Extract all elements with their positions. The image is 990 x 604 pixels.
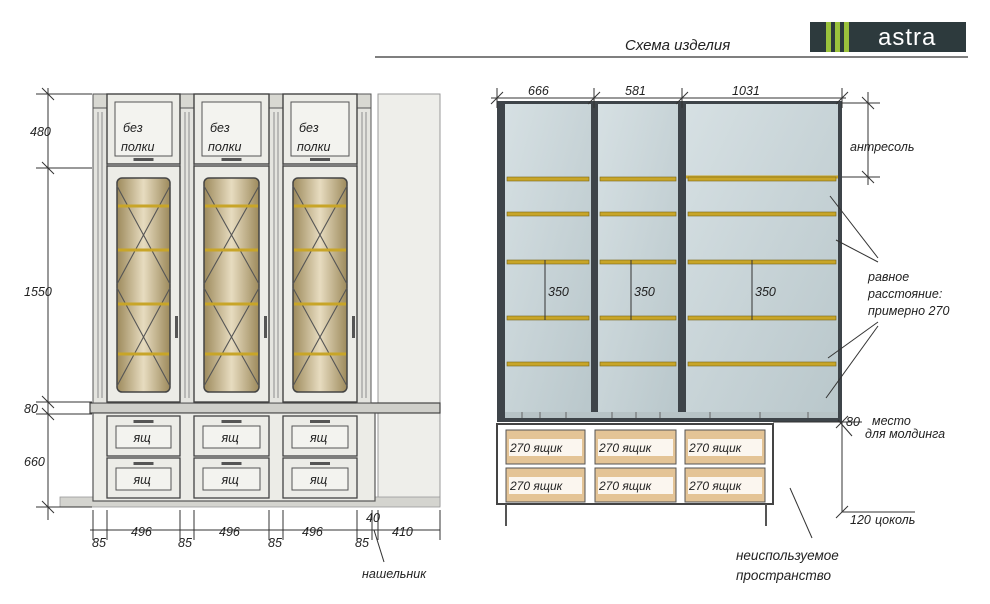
front-drawer: ящ (282, 415, 358, 457)
front-drawer-label: ящ (309, 473, 328, 487)
top-panel-label-line-1: без (123, 121, 143, 135)
dim-width-85-b: 85 (178, 536, 192, 550)
dim-height-1550: 1550 (24, 285, 52, 299)
section-drawer-label: 270 ящик (598, 441, 653, 455)
front-drawer-label: ящ (133, 431, 152, 445)
label-unused-1: неиспользуемое (736, 548, 839, 563)
section-drawer-label: 270 ящик (509, 441, 564, 455)
front-drawer-label: ящ (309, 431, 328, 445)
shelf (599, 315, 677, 321)
equal-spacing-leaders (825, 195, 879, 399)
dim-molding-80: 80 (846, 415, 860, 429)
logo-text: astra (878, 24, 936, 51)
section-drawer: 270 ящик (505, 429, 586, 465)
top-panel-label-line-2: полки (297, 140, 331, 154)
label-plinth: цоколь (875, 513, 915, 527)
section-drawer: 270 ящик (594, 467, 677, 503)
front-drawer: ящ (193, 415, 270, 457)
front-door-section: без полки (282, 93, 358, 403)
section-drawer-label: 270 ящик (509, 479, 564, 493)
shelf (599, 176, 677, 182)
front-drawer-label: ящ (133, 473, 152, 487)
dim-width-496-b: 496 (219, 525, 240, 539)
front-door-section: без полки (193, 93, 270, 403)
shelf (506, 176, 590, 182)
dim-section-1031: 1031 (732, 84, 760, 98)
label-equal-spacing-1: равное (867, 270, 909, 284)
shelf (506, 259, 590, 265)
section-drawer: 270 ящик (684, 429, 766, 465)
dim-width-85-a: 85 (92, 536, 106, 550)
dim-width-85-d: 85 (355, 536, 369, 550)
shelf (599, 259, 677, 265)
shelf (687, 315, 837, 321)
front-drawer: ящ (282, 457, 358, 499)
top-panel-label-line-1: без (299, 121, 319, 135)
shelf (687, 361, 837, 367)
section-drawer: 270 ящик (684, 467, 766, 503)
shelf (687, 176, 837, 182)
shelf (506, 361, 590, 367)
label-equal-spacing-2: расстояние: (867, 287, 942, 301)
dim-height-660: 660 (24, 455, 45, 469)
label-unused-2: пространство (736, 568, 831, 583)
dim-plinth-120: 120 (850, 513, 871, 527)
section-drawer: 270 ящик (505, 467, 586, 503)
section-drawer: 270 ящик (594, 429, 677, 465)
shelf (506, 211, 590, 217)
shelf-gap-right: 350 (755, 285, 776, 299)
label-molding-1: место (872, 414, 911, 428)
astra-logo: astra (810, 22, 966, 52)
shelf-gap-middle: 350 (634, 285, 655, 299)
section-drawer-label: 270 ящик (598, 479, 653, 493)
dim-section-581: 581 (625, 84, 646, 98)
shelf-gap-markers (544, 260, 753, 320)
shelf (506, 315, 590, 321)
section-view: 350 350 350 270 ящик 270 ящик 270 ящик 270 … (490, 84, 949, 583)
front-drawer: ящ (106, 415, 181, 457)
dim-width-40: 40 (366, 511, 380, 525)
section-width-dims (490, 88, 849, 108)
shelf (687, 211, 837, 217)
dim-height-480: 480 (30, 125, 51, 139)
front-drawer-label: ящ (221, 431, 240, 445)
front-drawer: ящ (193, 457, 270, 499)
label-molding-2: для молдинга (865, 427, 945, 441)
dim-width-496-a: 496 (131, 525, 152, 539)
shelf (599, 211, 677, 217)
shelf (687, 259, 837, 265)
header: Схема изделия astra (375, 22, 968, 58)
label-mezzanine: антресоль (850, 140, 914, 154)
top-panel-label-line-2: полки (121, 140, 155, 154)
shelf (599, 361, 677, 367)
front-width-dims (90, 510, 441, 563)
section-drawer-label: 270 ящик (688, 479, 743, 493)
shelf-gap-left: 350 (548, 285, 569, 299)
front-view: без полки без полки без полки ящ ящ ящ ящ ящ ящ 48… (24, 87, 441, 581)
diagram-title: Схема изделия (625, 37, 730, 54)
dim-width-85-c: 85 (268, 536, 282, 550)
front-drawer: ящ (106, 457, 181, 499)
dim-height-80: 80 (24, 402, 38, 416)
front-height-dims (36, 87, 92, 520)
label-equal-spacing-3: примерно 270 (868, 304, 949, 318)
front-door-section: без полки (106, 93, 181, 403)
front-drawer-label: ящ (221, 473, 240, 487)
top-panel-label-line-1: без (210, 121, 230, 135)
dim-width-410: 410 (392, 525, 413, 539)
dim-section-666: 666 (528, 84, 549, 98)
top-panel-label-line-2: полки (208, 140, 242, 154)
label-nashelnik: нашельник (362, 567, 427, 581)
dim-width-496-c: 496 (302, 525, 323, 539)
section-drawer-label: 270 ящик (688, 441, 743, 455)
